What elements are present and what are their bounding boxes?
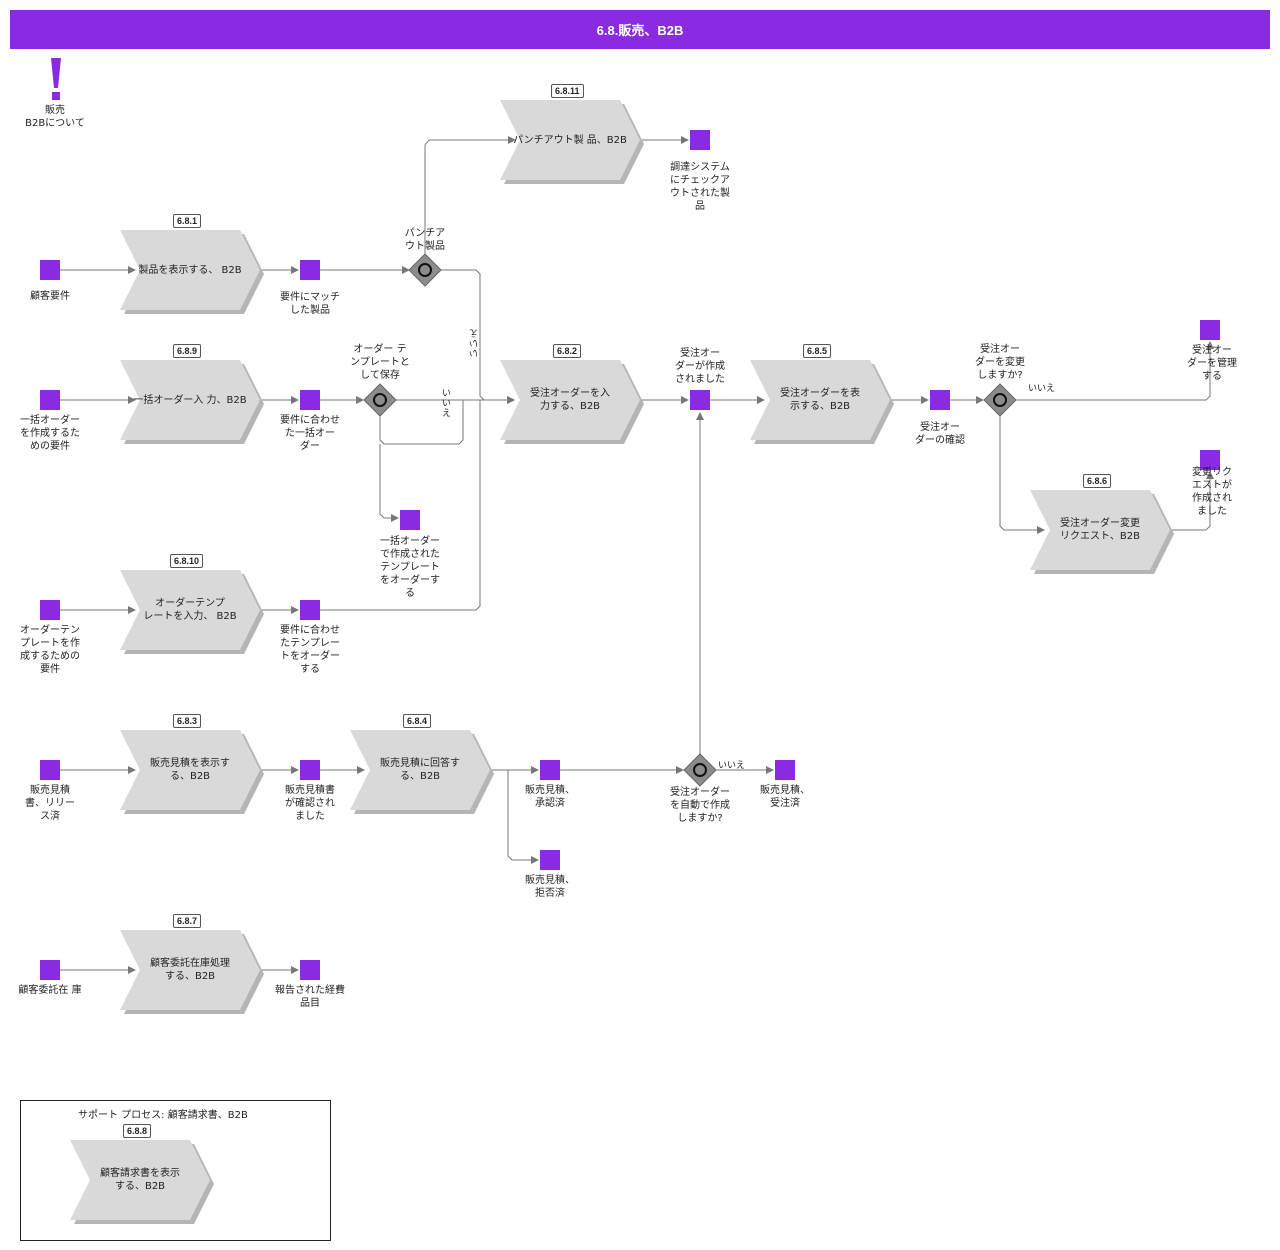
process-6-8-9[interactable]: [120, 360, 264, 444]
process-label: 販売見積に回答す る、B2B: [380, 758, 460, 782]
event-label: 受注オー ダーを管理 する: [1187, 345, 1237, 382]
event-square[interactable]: [40, 760, 60, 780]
gateway-change-order[interactable]: [983, 383, 1017, 417]
support-process-box: [20, 1100, 331, 1241]
event-label: 販売見積書 が確認され ました: [285, 785, 335, 822]
process-id: 6.8.6: [1083, 474, 1112, 488]
process-label: 製品を表示する、 B2B: [138, 264, 242, 276]
event-square[interactable]: [40, 260, 60, 280]
branch-note-no: いいえ: [1028, 384, 1056, 394]
info-label[interactable]: 販売 B2Bについて: [25, 105, 85, 129]
event-square[interactable]: [775, 760, 795, 780]
event-label: 顧客要件: [30, 291, 70, 302]
event-shapes: [40, 130, 1220, 980]
event-label: 要件に合わせ たテンプレー トをオーダー する: [280, 625, 340, 675]
gateway-save-template[interactable]: [363, 383, 397, 417]
event-label: 要件に合わせ た一括オー ダー: [280, 415, 340, 452]
event-square[interactable]: [1200, 450, 1220, 470]
event-label: 販売見積、 受注済: [760, 785, 810, 809]
branch-note-no-vertical-rotated: いいえ: [468, 327, 478, 357]
event-label: 一括オーダー を作成するた めの要件: [20, 415, 80, 452]
event-square[interactable]: [300, 960, 320, 980]
process-6-8-2[interactable]: [500, 360, 644, 444]
gateway-label: 受注オー ダーを変更 しますか?: [975, 344, 1025, 381]
process-id: 6.8.8: [123, 1124, 152, 1138]
event-square[interactable]: [690, 390, 710, 410]
event-square[interactable]: [1200, 320, 1220, 340]
process-label: 受注オーダーを入 力する、B2B: [530, 388, 610, 412]
process-label: パンチアウト製 品、B2B: [513, 134, 627, 146]
process-6-8-4[interactable]: [350, 730, 494, 814]
event-label: 変更リク エストが 作成され ました: [1192, 467, 1232, 517]
process-6-8-11[interactable]: [500, 100, 644, 184]
process-id: 6.8.10: [170, 554, 204, 568]
process-6-8-1[interactable]: [120, 230, 264, 314]
process-label: 受注オーダー変更 リクエスト、B2B: [1060, 518, 1140, 542]
process-id: 6.8.4: [403, 714, 432, 728]
event-square[interactable]: [930, 390, 950, 410]
event-label: 顧客委託在 庫: [18, 985, 82, 996]
branch-note-no: いいえ: [718, 761, 746, 771]
process-id: 6.8.7: [173, 914, 202, 928]
process-id: 6.8.3: [173, 714, 202, 728]
gateway-shapes: [363, 253, 1017, 787]
process-6-8-8[interactable]: [70, 1140, 214, 1224]
process-id: 6.8.5: [803, 344, 832, 358]
event-label: 報告された経費 品目: [275, 985, 345, 1009]
process-id: 6.8.9: [173, 344, 202, 358]
gateway-auto-create[interactable]: [683, 753, 717, 787]
connectors: [60, 136, 1214, 974]
process-label: オーダーテンプ レートを入力、 B2B: [143, 598, 237, 622]
exclamation-icon: [51, 58, 61, 100]
event-label: 調達システム にチェックア ウトされた製 品: [670, 162, 730, 212]
process-label: 受注オーダーを表 示する、B2B: [780, 388, 860, 412]
event-label: 販売見積 書、リリー ス済: [25, 785, 75, 822]
process-6-8-5[interactable]: [750, 360, 894, 444]
event-square[interactable]: [690, 130, 710, 150]
process-id: 6.8.2: [553, 344, 582, 358]
process-6-8-7[interactable]: [120, 930, 264, 1014]
process-6-8-3[interactable]: [120, 730, 264, 814]
gateway-label: オーダー テ ンプレートと して保存: [350, 344, 410, 381]
process-id: 6.8.11: [551, 84, 584, 98]
event-label: 販売見積、 拒否済: [525, 875, 575, 899]
process-id: 6.8.1: [173, 214, 202, 228]
process-shapes: [70, 100, 1174, 1224]
event-square[interactable]: [40, 960, 60, 980]
event-square[interactable]: [300, 600, 320, 620]
event-square[interactable]: [300, 760, 320, 780]
event-square[interactable]: [40, 600, 60, 620]
support-process-title: サポート プロセス: 顧客請求書、B2B: [78, 1110, 248, 1121]
gateway-label: 受注オーダー を自動で作成 しますか?: [670, 787, 730, 824]
event-square[interactable]: [540, 760, 560, 780]
event-square[interactable]: [300, 390, 320, 410]
process-label: 一括オーダー入 力、B2B: [133, 394, 247, 406]
diagram-title: 6.8.販売、B2B: [10, 10, 1270, 49]
event-label: 要件にマッチ した製品: [280, 292, 340, 316]
branch-note-no-vertical: いいえ: [442, 389, 452, 419]
event-label: 受注オー ダーの確認: [915, 422, 965, 446]
process-6-8-6[interactable]: [1030, 490, 1174, 574]
process-6-8-10[interactable]: [120, 570, 264, 654]
event-square[interactable]: [40, 390, 60, 410]
process-label: 顧客請求書を表示 する、B2B: [100, 1168, 180, 1192]
event-square[interactable]: [300, 260, 320, 280]
event-square[interactable]: [540, 850, 560, 870]
process-label: 販売見積を表示す る、B2B: [150, 758, 230, 782]
event-square[interactable]: [400, 510, 420, 530]
gateway-punchout[interactable]: [408, 253, 442, 287]
event-label: 一括オーダー で作成された テンプレート をオーダーす る: [380, 536, 440, 599]
gateway-label: パンチア ウト製品: [404, 228, 446, 252]
event-label: 受注オー ダーが作成 されました: [675, 348, 725, 385]
event-label: 販売見積、 承認済: [525, 785, 575, 809]
process-label: 顧客委託在庫処理 する、B2B: [150, 958, 230, 982]
event-label: オーダーテン プレートを作 成するための 要件: [20, 625, 80, 675]
